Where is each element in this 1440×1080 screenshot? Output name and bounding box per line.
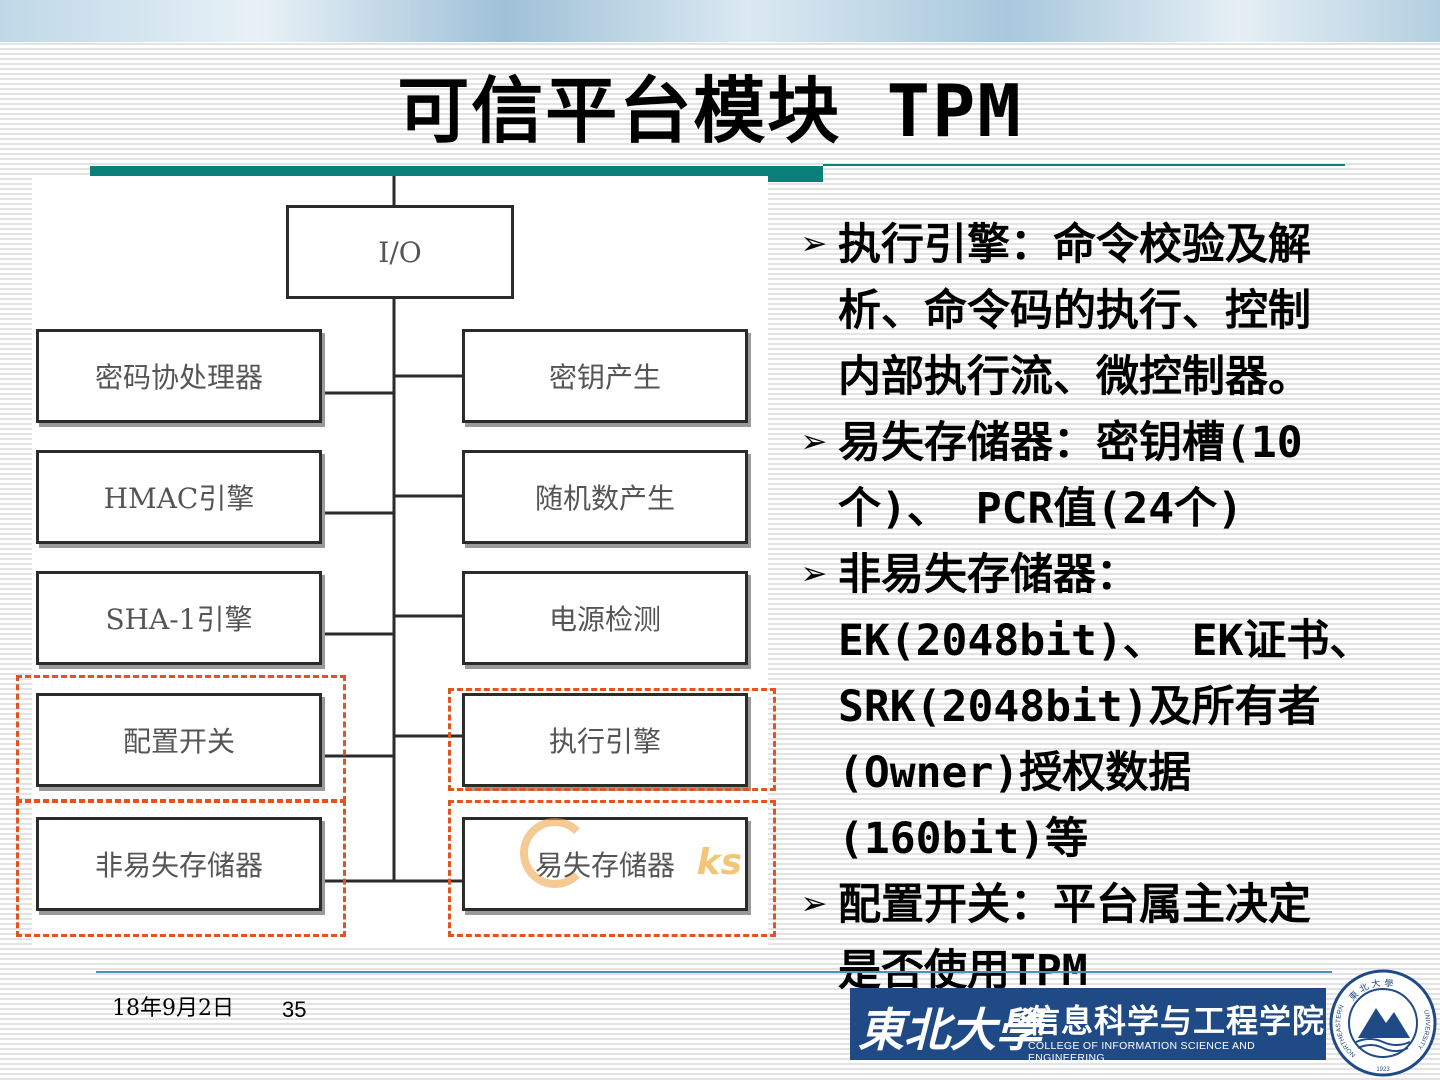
- bullet-line: (160bit)等: [838, 814, 1089, 864]
- college-name-en: COLLEGE OF INFORMATION SCIENCE AND ENGIN…: [1028, 1040, 1256, 1064]
- box-power-detection: 电源检测: [462, 571, 748, 665]
- college-name-cn: 信息科学与工程学院: [1028, 1002, 1326, 1040]
- bullet-nonvolatile-storage: ➢ 非易失存储器： EK(2048bit)、 EK证书、 SRK(2048bit…: [802, 542, 1422, 872]
- bullet-execution-engine: ➢ 执行引擎：命令校验及解 析、命令码的执行、控制 内部执行流、微控制器。: [802, 212, 1422, 410]
- box-crypto-coprocessor: 密码协处理器: [36, 329, 322, 423]
- highlight-config-switch: [16, 675, 346, 802]
- bullet-line: 易失存储器：密钥槽(10: [838, 418, 1303, 468]
- college-banner-logo: 東北大學 信息科学与工程学院 COLLEGE OF INFORMATION SC…: [850, 988, 1326, 1064]
- arrow-bullet-icon: ➢: [802, 220, 828, 270]
- io-box: I/O: [286, 205, 514, 299]
- box-label: SHA-1引擎: [105, 603, 253, 636]
- bullet-config-switch: ➢ 配置开关：平台属主决定 是否使用TPM: [802, 872, 1422, 1004]
- box-label: 非易失存储器: [94, 849, 263, 882]
- bullet-line: 内部执行流、微控制器。: [838, 352, 1311, 402]
- bullet-line: 个)、 PCR值(24个): [838, 484, 1243, 534]
- university-calligraphy: 東北大學: [858, 1003, 1042, 1057]
- arrow-bullet-icon: ➢: [802, 880, 828, 930]
- footer-rule: [96, 971, 1332, 973]
- bullet-volatile-storage: ➢ 易失存储器：密钥槽(10 个)、 PCR值(24个): [802, 410, 1422, 542]
- box-hmac-engine: HMAC引擎: [36, 450, 322, 544]
- bullet-line: EK(2048bit)、 EK证书、: [838, 616, 1373, 666]
- bullet-list: ➢ 执行引擎：命令校验及解 析、命令码的执行、控制 内部执行流、微控制器。 ➢ …: [802, 212, 1422, 1004]
- highlight-nonvolatile-storage: [16, 800, 346, 937]
- bullet-line: SRK(2048bit)及所有者: [838, 682, 1321, 732]
- arrow-bullet-icon: ➢: [802, 418, 828, 468]
- bullet-line: 配置开关：平台属主决定: [838, 880, 1311, 930]
- box-label: 配置开关: [122, 725, 235, 758]
- university-seal-icon: 東 北 大 學 NORTHEASTERN UNIVERSITY 1923: [1329, 969, 1437, 1077]
- box-label: 执行引擎: [548, 725, 661, 758]
- arrow-bullet-icon: ➢: [802, 550, 828, 600]
- box-label: 电源检测: [548, 603, 661, 636]
- box-label: HMAC引擎: [103, 482, 255, 515]
- bullet-line: 非易失存储器：: [838, 550, 1139, 600]
- tpm-block-diagram: I/O 密码协处理器 HMAC引擎 SHA-1引擎 配置开关 非易失存储器 密钥…: [32, 176, 768, 946]
- box-key-generation: 密钥产生: [462, 329, 748, 423]
- bullet-line: 析、命令码的执行、控制: [838, 286, 1311, 336]
- seal-year: 1923: [1376, 1067, 1390, 1073]
- io-label: I/O: [378, 235, 422, 269]
- box-label: 密码协处理器: [94, 361, 263, 394]
- bullet-line: (Owner)授权数据: [838, 748, 1192, 798]
- box-execution-engine: 执行引擎: [462, 693, 748, 787]
- bullet-line: 执行引擎：命令校验及解: [838, 220, 1311, 270]
- box-sha1-engine: SHA-1引擎: [36, 571, 322, 665]
- slide-date: 18年9月2日: [112, 996, 234, 1021]
- box-label: 密钥产生: [548, 361, 661, 394]
- page-number: 35: [282, 997, 307, 1022]
- title-rule-thin: [823, 164, 1345, 166]
- slide-title: 可信平台模块 TPM: [397, 69, 1023, 153]
- box-config-switch: 配置开关: [36, 693, 322, 787]
- sky-header-band: [0, 0, 1440, 42]
- highlight-execution-engine: [448, 688, 776, 791]
- watermark-e-icon: [520, 818, 590, 888]
- highlight-volatile-storage: [448, 800, 776, 937]
- box-volatile-storage: 易失存储器: [462, 817, 748, 911]
- box-nonvolatile-storage: 非易失存储器: [36, 817, 322, 911]
- box-label: 随机数产生: [534, 482, 675, 515]
- box-random-number: 随机数产生: [462, 450, 748, 544]
